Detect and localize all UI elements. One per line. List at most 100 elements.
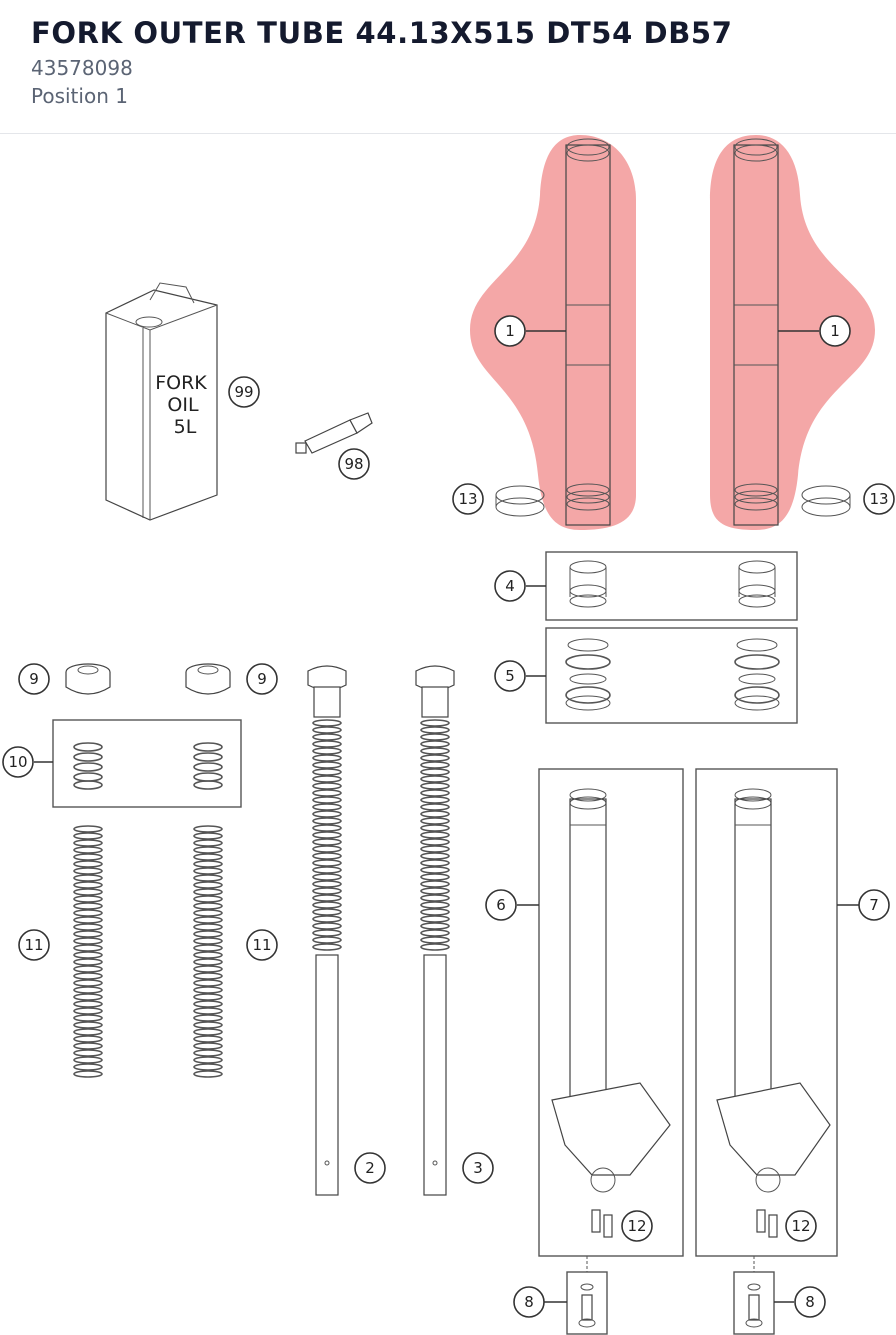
callout-99[interactable]: 99	[228, 376, 260, 408]
spring-coil	[193, 832, 223, 840]
spring-coil	[193, 937, 223, 945]
spring-coil	[312, 929, 342, 937]
spring-coil	[193, 993, 223, 1001]
spring-coil	[193, 867, 223, 875]
callout-5[interactable]: 5	[494, 660, 526, 692]
callout-1-right[interactable]: 1	[819, 315, 851, 347]
spring-coil	[193, 951, 223, 959]
svg-text:12: 12	[791, 1217, 810, 1235]
spring-coil	[193, 1014, 223, 1022]
spring-coil	[193, 958, 223, 966]
svg-text:9: 9	[257, 670, 267, 688]
spring-coil	[312, 817, 342, 825]
oil-can-label-line-1: FORK	[155, 372, 207, 394]
callout-12-right[interactable]: 12	[785, 1210, 817, 1242]
spring-coil	[420, 782, 450, 790]
svg-text:1: 1	[505, 322, 515, 340]
callout-13-right[interactable]: 13	[863, 483, 895, 515]
spring-coil	[193, 888, 223, 896]
callout-13-left[interactable]: 13	[452, 483, 484, 515]
spring-coil	[312, 866, 342, 874]
spring-coil	[312, 887, 342, 895]
damping-cartridge-left	[307, 665, 347, 1196]
spring-coil	[420, 901, 450, 909]
spring-coil	[73, 874, 103, 882]
callout-11-left[interactable]: 11	[18, 929, 50, 961]
spring-coil	[73, 867, 103, 875]
spring-coil	[420, 754, 450, 762]
spring-coil	[73, 979, 103, 987]
spring-coil	[312, 789, 342, 797]
guide-bushing-right	[801, 485, 851, 517]
callout-7[interactable]: 7	[858, 889, 890, 921]
spring-coil	[193, 979, 223, 987]
spring-coil	[312, 740, 342, 748]
spring-coil	[420, 936, 450, 944]
svg-text:98: 98	[344, 455, 363, 473]
callout-6[interactable]: 6	[485, 889, 517, 921]
callout-11-right[interactable]: 11	[246, 929, 278, 961]
callout-8-left[interactable]: 8	[513, 1286, 545, 1318]
spring-coil	[312, 768, 342, 776]
spring-coil	[312, 901, 342, 909]
callout-3[interactable]: 3	[462, 1152, 494, 1184]
svg-text:99: 99	[234, 383, 253, 401]
spring-coil	[73, 944, 103, 952]
highlight-outer-tube-right	[710, 135, 875, 530]
callout-98[interactable]: 98	[338, 448, 370, 480]
spring-coil	[312, 803, 342, 811]
fork-spring-right	[193, 825, 223, 1078]
bushing-set-right	[738, 560, 776, 608]
bushing-set-left	[569, 560, 607, 608]
spring-coil	[312, 908, 342, 916]
callout-2[interactable]: 2	[354, 1152, 386, 1184]
callout-1-left[interactable]: 1	[494, 315, 526, 347]
spring-coil	[312, 733, 342, 741]
callout-12-left[interactable]: 12	[621, 1210, 653, 1242]
spring-coil	[193, 874, 223, 882]
callout-9-right[interactable]: 9	[246, 663, 278, 695]
spring-coil	[193, 1049, 223, 1057]
spring-coil	[73, 1049, 103, 1057]
spring-coil	[193, 1028, 223, 1036]
spring-coil	[73, 1035, 103, 1043]
callout-4[interactable]: 4	[494, 570, 526, 602]
spring-coil	[73, 1000, 103, 1008]
highlight-outer-tube-left	[470, 135, 636, 530]
spring-coil	[420, 852, 450, 860]
spring-coil	[420, 810, 450, 818]
spring-coil	[420, 880, 450, 888]
spring-coil	[193, 1042, 223, 1050]
spring-coil	[193, 895, 223, 903]
spring-coil	[312, 943, 342, 951]
spring-coil	[73, 993, 103, 1001]
callout-10[interactable]: 10	[2, 746, 34, 778]
part-5-group-box	[545, 627, 798, 724]
callout-9-left[interactable]: 9	[18, 663, 50, 695]
spring-coil	[73, 909, 103, 917]
spring-coil	[193, 1000, 223, 1008]
spring-coil	[312, 831, 342, 839]
spring-coil	[193, 902, 223, 910]
part-7-group-box	[695, 768, 838, 1257]
spring-coil	[312, 922, 342, 930]
fork-spring-left	[73, 825, 103, 1078]
axle-clamp-screw-left	[578, 1256, 596, 1328]
svg-text:8: 8	[524, 1293, 534, 1311]
spring-coil	[73, 965, 103, 973]
svg-text:13: 13	[458, 490, 477, 508]
spring-coil	[420, 894, 450, 902]
spring-coil	[73, 839, 103, 847]
guide-bushing-left	[495, 485, 545, 517]
spring-coil	[193, 965, 223, 973]
callout-8-right[interactable]: 8	[794, 1286, 826, 1318]
spring-coil	[193, 916, 223, 924]
spring-coil	[193, 1021, 223, 1029]
seal-set-left	[565, 638, 611, 711]
spring-coil	[312, 761, 342, 769]
seal-set-right	[734, 638, 780, 711]
spring-coil	[193, 972, 223, 980]
spring-coil	[312, 726, 342, 734]
spring-coil	[73, 1021, 103, 1029]
spring-coil	[420, 824, 450, 832]
